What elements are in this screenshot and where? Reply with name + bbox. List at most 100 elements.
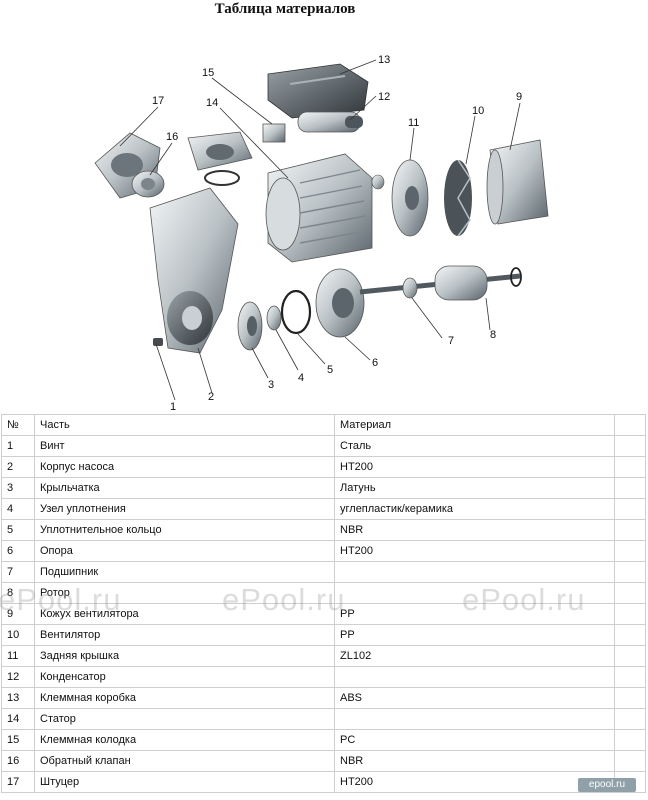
- table-cell: 6: [1, 540, 35, 562]
- table-empty-cell: [614, 414, 646, 436]
- capacitor-part-12: [297, 111, 363, 133]
- table-header-cell: Материал: [334, 414, 615, 436]
- table-cell: Статор: [34, 708, 335, 730]
- table-empty-cell: [614, 603, 646, 625]
- table-empty-cell: [614, 561, 646, 583]
- support-part-6: [315, 268, 365, 338]
- table-empty-cell: [614, 645, 646, 667]
- table-header-cell: Часть: [34, 414, 335, 436]
- table-cell: PP: [334, 603, 615, 625]
- table-cell: 10: [1, 624, 35, 646]
- table-header-cell: №: [1, 414, 35, 436]
- table-cell: Конденсатор: [34, 666, 335, 688]
- table-cell: HT200: [334, 771, 615, 793]
- callout-1: 1: [170, 401, 176, 413]
- callout-2: 2: [208, 391, 214, 403]
- callout-15: 15: [202, 67, 214, 79]
- stator-part-14: [265, 153, 373, 263]
- table-cell: ABS: [334, 687, 615, 709]
- table-empty-cell: [614, 666, 646, 688]
- table-cell: 16: [1, 750, 35, 772]
- fan-cover-part-9: [486, 139, 549, 225]
- table-cell: Клеммная колодка: [34, 729, 335, 751]
- table-cell: PP: [334, 624, 615, 646]
- table-cell: [334, 561, 615, 583]
- callout-14: 14: [206, 97, 218, 109]
- table-cell: [334, 708, 615, 730]
- table-cell: 12: [1, 666, 35, 688]
- table-cell: Латунь: [334, 477, 615, 499]
- exploded-pump-diagram: 1 2 3 4 5 6 7 8 9 10 11 12 13 14 15 16 1…: [94, 54, 549, 413]
- table-cell: Корпус насоса: [34, 456, 335, 478]
- table-cell: Подшипник: [34, 561, 335, 583]
- screw-part-1: [153, 338, 163, 346]
- table-empty-cell: [614, 519, 646, 541]
- page-title: Таблица материалов: [214, 1, 356, 17]
- table-cell: 14: [1, 708, 35, 730]
- table-cell: 3: [1, 477, 35, 499]
- callout-9: 9: [516, 91, 522, 103]
- table-cell: 13: [1, 687, 35, 709]
- rotor-part-8: [359, 265, 522, 301]
- table-empty-cell: [614, 687, 646, 709]
- bearing-part-7: [402, 277, 418, 299]
- callout-10: 10: [472, 105, 484, 117]
- table-cell: 11: [1, 645, 35, 667]
- table-cell: ZL102: [334, 645, 615, 667]
- table-cell: Ротор: [34, 582, 335, 604]
- table-cell: Кожух вентилятора: [34, 603, 335, 625]
- table-cell: углепластик/керамика: [334, 498, 615, 520]
- table-cell: 15: [1, 729, 35, 751]
- table-cell: NBR: [334, 519, 615, 541]
- table-empty-cell: [614, 624, 646, 646]
- table-cell: 2: [1, 456, 35, 478]
- impeller-part-3: [237, 301, 263, 351]
- table-cell: 5: [1, 519, 35, 541]
- table-cell: Вентилятор: [34, 624, 335, 646]
- terminal-block-part-15: [262, 123, 286, 143]
- table-cell: HT200: [334, 456, 615, 478]
- callout-6: 6: [372, 357, 378, 369]
- table-cell: 17: [1, 771, 35, 793]
- fan-part-10: [444, 159, 472, 237]
- table-empty-cell: [614, 498, 646, 520]
- table-cell: 8: [1, 582, 35, 604]
- callout-13: 13: [378, 54, 390, 66]
- callout-16: 16: [166, 131, 178, 143]
- callout-3: 3: [268, 379, 274, 391]
- table-cell: 9: [1, 603, 35, 625]
- table-cell: Сталь: [334, 435, 615, 457]
- table-empty-cell: [614, 477, 646, 499]
- pump-body-part-2: [149, 187, 239, 354]
- epool-logo: epool.ru: [578, 778, 636, 792]
- table-cell: Клеммная коробка: [34, 687, 335, 709]
- table-cell: HT200: [334, 540, 615, 562]
- table-cell: [334, 582, 615, 604]
- table-empty-cell: [614, 582, 646, 604]
- table-cell: 7: [1, 561, 35, 583]
- table-empty-cell: [614, 540, 646, 562]
- table-empty-cell: [614, 750, 646, 772]
- callout-4: 4: [298, 372, 304, 384]
- seal-part-4: [266, 305, 282, 331]
- table-empty-cell: [614, 729, 646, 751]
- table-cell: 1: [1, 435, 35, 457]
- callout-7: 7: [448, 335, 454, 347]
